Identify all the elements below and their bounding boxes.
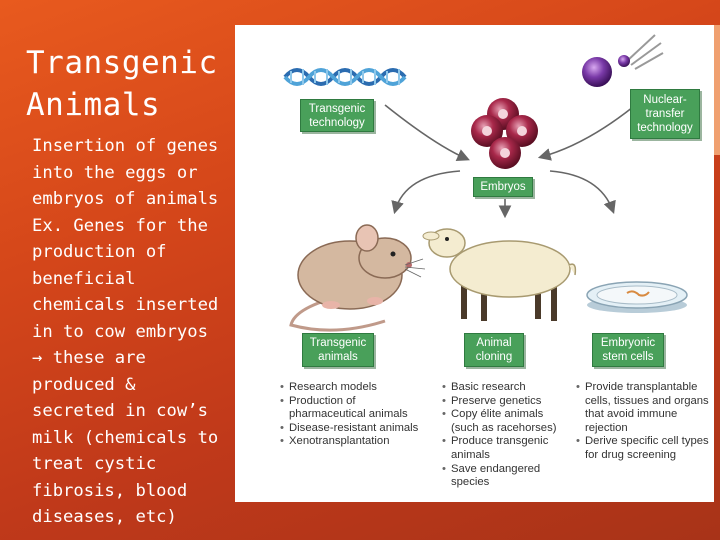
embryonic-stem-cells-uses-list: Provide transplantable cells, tissues an… bbox=[576, 381, 712, 463]
list-item: Xenotransplantation bbox=[280, 435, 430, 449]
body-line: chemicals inserted bbox=[32, 295, 219, 315]
list-item: Preserve genetics bbox=[442, 395, 572, 409]
embryos-icon bbox=[471, 98, 538, 169]
body-line: into the eggs or bbox=[32, 162, 198, 183]
body-line: production of bbox=[32, 242, 167, 262]
label-embryos: Embryos bbox=[473, 177, 533, 197]
diagram-illustration bbox=[283, 34, 688, 332]
list-item: Save endangered species bbox=[442, 463, 572, 490]
slide-title: Transgenic Animals bbox=[26, 42, 226, 126]
body-line: fibrosis, blood bbox=[32, 480, 188, 501]
body-line: treat cystic bbox=[32, 454, 157, 474]
flow-arrows bbox=[384, 104, 634, 219]
body-line: beneficial bbox=[32, 268, 136, 289]
list-item: Provide transplantable cells, tissues an… bbox=[576, 381, 712, 435]
list-item: Production of pharmaceutical animals bbox=[280, 395, 430, 422]
transgenic-animals-uses-list: Research models Production of pharmaceut… bbox=[280, 381, 430, 449]
dna-helix-icon bbox=[283, 68, 407, 86]
body-line: diseases, etc) bbox=[32, 507, 177, 527]
mouse-icon bbox=[289, 224, 426, 332]
body-line: → these are bbox=[32, 348, 146, 368]
body-line: in to cow embryos bbox=[32, 321, 208, 342]
list-item: Research models bbox=[280, 381, 430, 395]
body-line: milk (chemicals to bbox=[32, 427, 219, 448]
body-line: produced & bbox=[32, 374, 136, 395]
petri-dish-icon bbox=[586, 281, 688, 313]
body-line: secreted in cow’s bbox=[32, 401, 208, 421]
list-item: Basic research bbox=[442, 381, 572, 395]
list-item: Disease-resistant animals bbox=[280, 422, 430, 436]
list-item: Copy élite animals (such as racehorses) bbox=[442, 408, 572, 435]
title-line-1: Transgenic bbox=[26, 45, 218, 81]
list-item: Produce transgenic animals bbox=[442, 435, 572, 462]
body-line: Ex. Genes for the bbox=[32, 215, 208, 236]
body-line: Insertion of genes bbox=[32, 136, 219, 156]
sheep-icon bbox=[422, 228, 577, 321]
slide-body-text: Insertion of genes into the eggs or embr… bbox=[32, 133, 232, 531]
nuclear-transfer-icon bbox=[582, 34, 664, 87]
list-item: Derive specific cell types for drug scre… bbox=[576, 435, 712, 462]
body-line: embryos of animals bbox=[32, 189, 219, 209]
decorative-strip bbox=[714, 25, 720, 155]
title-line-2: Animals bbox=[26, 87, 161, 123]
animal-cloning-uses-list: Basic research Preserve genetics Copy él… bbox=[442, 381, 572, 490]
